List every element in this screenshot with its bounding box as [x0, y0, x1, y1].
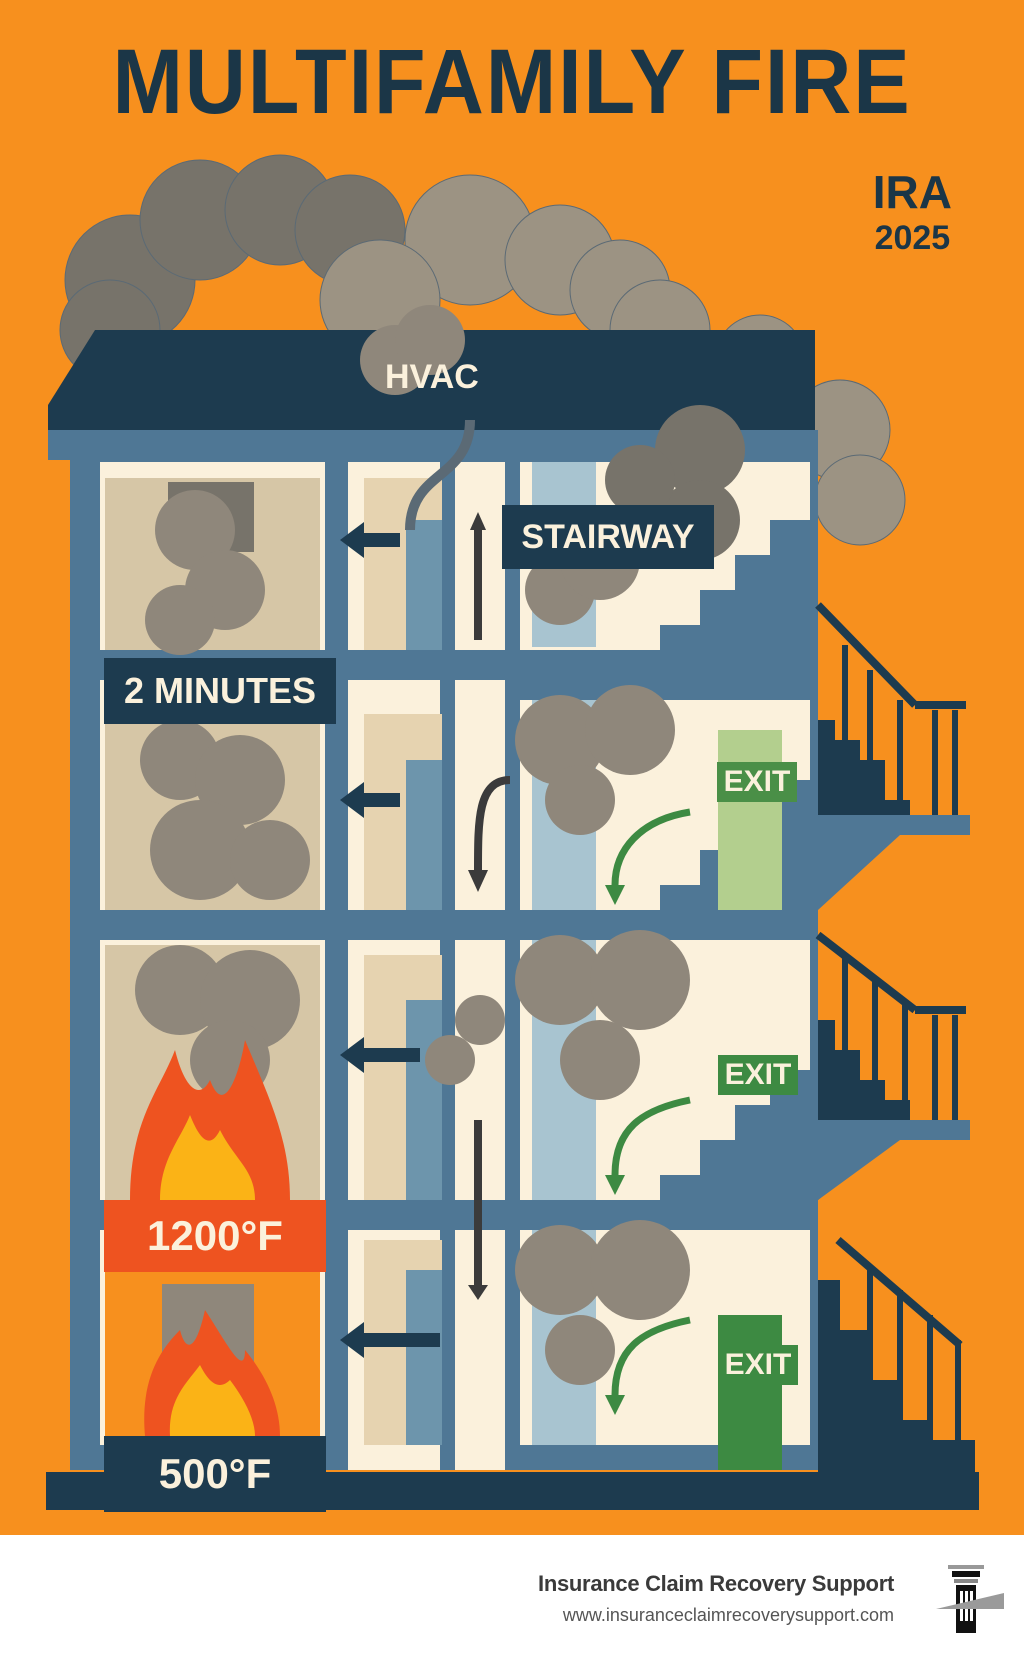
- temperature-low-label: 500°F: [104, 1436, 326, 1512]
- room-smoke: [135, 305, 690, 1385]
- flame-icon-upper: [130, 1040, 290, 1200]
- exit-arrows: [611, 808, 691, 1396]
- fire-escape: [815, 602, 975, 1472]
- interior-stairs-1: [660, 520, 810, 650]
- exit-sign-3: EXIT: [718, 1345, 798, 1385]
- poster-title: MULTIFAMILY FIRE: [112, 31, 912, 133]
- infographic-poster: MULTIFAMILY FIRE IRA 2025 HVAC STAIRWAY …: [0, 0, 1024, 1535]
- temperature-high-label: 1200°F: [104, 1200, 326, 1272]
- footer: Insurance Claim Recovery Support www.ins…: [0, 1535, 1024, 1666]
- arrows-left: [340, 522, 440, 1358]
- org-year: 2025: [874, 219, 951, 257]
- interior-stairs-3: [660, 1070, 810, 1200]
- flame-icon-lower: [144, 1310, 280, 1436]
- exit-sign-1: EXIT: [717, 762, 797, 802]
- company-name: Insurance Claim Recovery Support: [538, 1571, 894, 1596]
- hvac-label: HVAC: [385, 358, 479, 396]
- hvac-smoke-trail: [405, 419, 475, 531]
- brand-block: Insurance Claim Recovery Support www.ins…: [538, 1571, 894, 1626]
- exit-sign-2: EXIT: [718, 1055, 798, 1095]
- arrows-corridor: [473, 530, 511, 1285]
- org-badge: IRA 2025: [873, 166, 952, 258]
- time-label: 2 MINUTES: [104, 658, 336, 724]
- org-name: IRA: [872, 166, 952, 218]
- roof: [48, 330, 815, 430]
- pillar-logo-icon: [936, 1565, 1004, 1633]
- stairway-label: STAIRWAY: [502, 505, 714, 569]
- building-illustration: [46, 154, 979, 1510]
- company-url[interactable]: www.insuranceclaimrecoverysupport.com: [562, 1605, 894, 1625]
